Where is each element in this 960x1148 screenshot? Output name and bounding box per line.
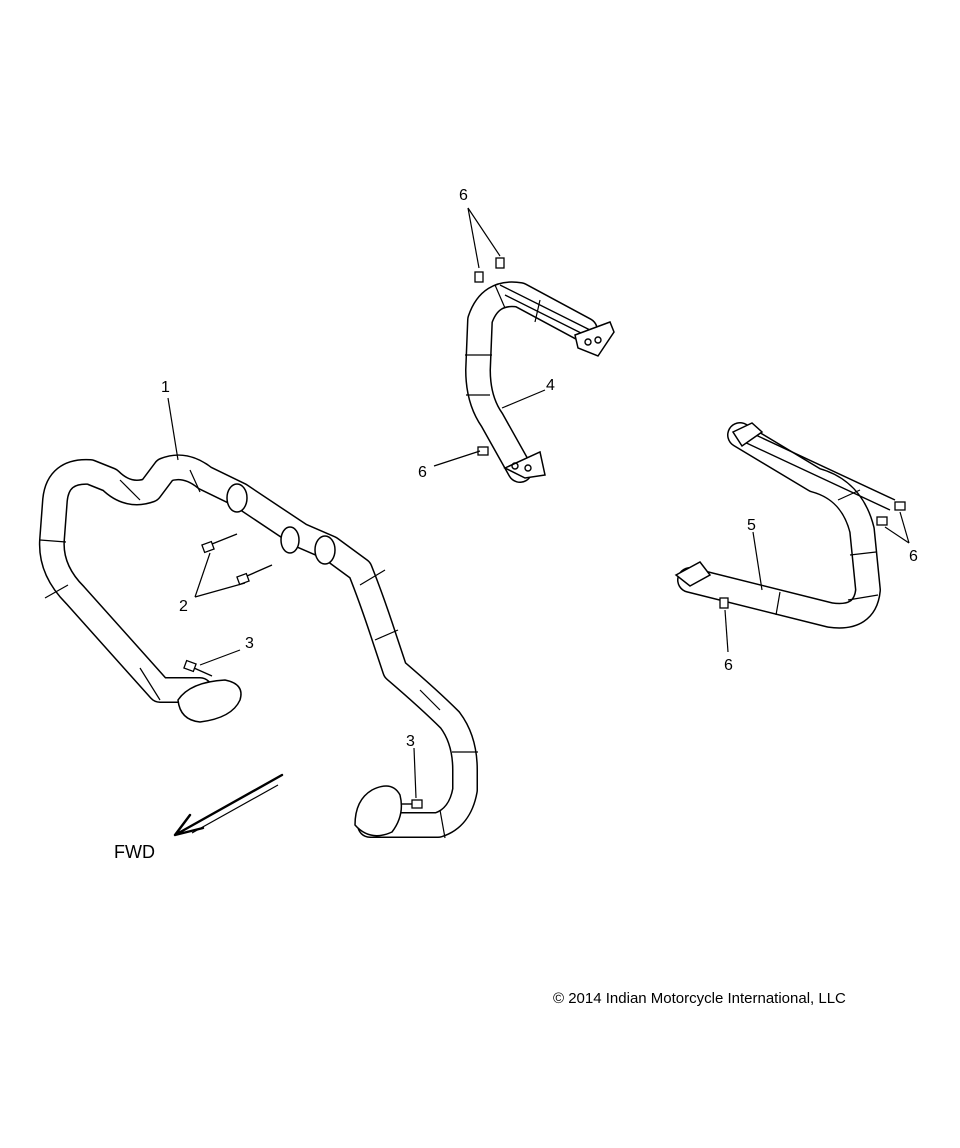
label-part-3-right: 3 bbox=[406, 733, 415, 750]
rear-bar-upper bbox=[465, 281, 615, 483]
label-part-1: 1 bbox=[161, 379, 170, 396]
copyright-notice: © 2014 Indian Motorcycle International, … bbox=[553, 990, 846, 1007]
bolt-part-6 bbox=[474, 257, 906, 609]
front-highway-bar bbox=[38, 454, 478, 839]
label-part-4: 4 bbox=[546, 377, 555, 394]
label-part-6-top: 6 bbox=[459, 187, 468, 204]
label-part-6-right-upper: 6 bbox=[909, 548, 918, 565]
label-part-2: 2 bbox=[179, 598, 188, 615]
label-part-6-right-lower: 6 bbox=[724, 657, 733, 674]
label-part-3-left: 3 bbox=[245, 635, 254, 652]
bolt-part-2 bbox=[201, 533, 273, 586]
forward-label: FWD bbox=[114, 842, 155, 862]
label-part-5: 5 bbox=[747, 517, 756, 534]
label-part-6-left: 6 bbox=[418, 464, 427, 481]
leader-lines bbox=[167, 207, 910, 799]
forward-arrow bbox=[173, 773, 284, 837]
bolt-part-3 bbox=[183, 659, 423, 809]
rear-bar-lower bbox=[674, 422, 896, 629]
